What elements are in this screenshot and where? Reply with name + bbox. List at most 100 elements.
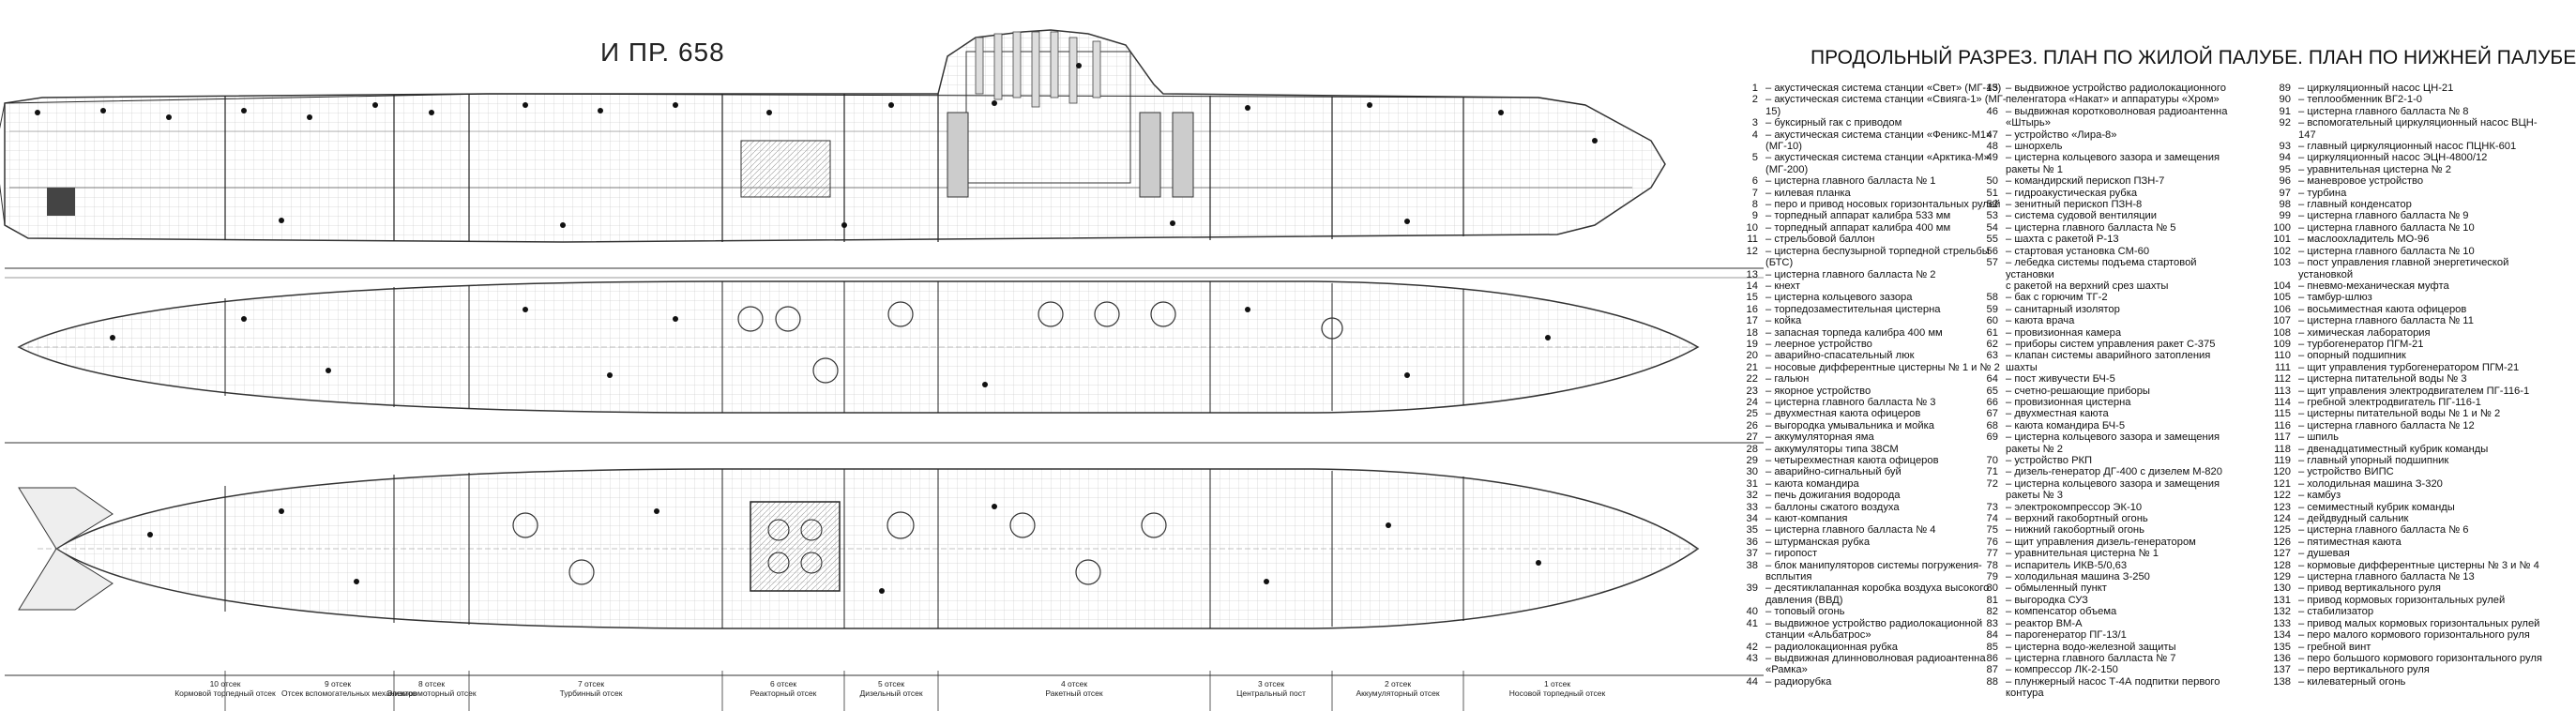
legend-item: 98– главный конденсатор [2251, 199, 2533, 210]
legend-item-text: – провизионная цистерна [2006, 396, 2131, 408]
plan-title: ПРОДОЛЬНЫЙ РАЗРЕЗ. ПЛАН ПО ЖИЛОЙ ПАЛУБЕ.… [1811, 47, 2576, 68]
legend-item-text: контура [2006, 688, 2044, 700]
legend-item: (МГ-10) [1719, 141, 2000, 152]
legend-item-text: – турбогенератор ПГМ-21 [2298, 338, 2424, 350]
legend-item: 84– парогенератор ПГ-13/1 [1959, 629, 2268, 641]
legend-item: 95– уравнительная цистерна № 2 [2251, 164, 2533, 175]
legend-item-number: 107 [2273, 315, 2291, 327]
legend-item-text: (МГ-10) [1765, 141, 1802, 153]
legend-item-text: давления (ВВД) [1765, 594, 1843, 606]
legend-item-text: – привод малых кормовых горизонтальных р… [2298, 617, 2540, 629]
legend-item-text: – цистерна главного балласта № 6 [2298, 524, 2469, 537]
legend-item-number: 18 [1746, 326, 1758, 339]
legend-item-text: ракеты № 1 [2006, 163, 2063, 175]
legend-item: 103– пост управления главной энергетичес… [2251, 257, 2533, 268]
legend-item-number: 10 [1746, 221, 1758, 234]
compartment-purpose: Электромоторный отсек [386, 688, 477, 698]
legend-item-number [1959, 280, 2006, 292]
legend-item-text: – килевая планка [1765, 187, 1851, 199]
compartment-number: 4 отсек [1060, 679, 1088, 688]
legend-item-number: 127 [2273, 548, 2291, 560]
legend-item-number: 91 [2279, 105, 2291, 117]
legend-item-number: 41 [1746, 617, 1758, 629]
legend-item: 138– килеватерный огонь [2251, 676, 2533, 688]
legend-item: 29– четырехместная каюта офицеров [1719, 455, 2000, 466]
legend-item-number: 133 [2273, 617, 2291, 629]
legend-item: 64– пост живучести БЧ-5 [1959, 373, 2268, 385]
legend-item-text: шахты [2006, 361, 2038, 373]
legend-item-number: 12 [1746, 245, 1758, 257]
legend-item-text: – циркуляционный насос ЦН-21 [2298, 83, 2454, 94]
legend-item-number: 135 [2273, 641, 2291, 653]
legend-item-number [2251, 129, 2298, 141]
legend-item: 49– цистерна кольцевого зазора и замещен… [1959, 152, 2268, 163]
legend-item: 102– цистерна главного балласта № 10 [2251, 246, 2533, 257]
legend-item-text: – торпедный аппарат калибра 533 мм [1765, 210, 1951, 222]
legend-item-text: – перо вертикального руля [2298, 664, 2430, 676]
legend-item-number: 87 [1986, 664, 1998, 676]
legend-item-number: 22 [1746, 373, 1758, 386]
legend-item-text: – килеватерный огонь [2298, 675, 2406, 688]
legend-item: 127– душевая [2251, 548, 2533, 559]
legend-column-1: 1– акустическая система станции «Свет» (… [1719, 83, 2007, 688]
legend-item-text: – акустическая система станции «Арктика-… [1765, 152, 1990, 164]
legend-item-number: 56 [1986, 245, 1998, 257]
legend-item: 117– шпиль [2251, 431, 2533, 443]
legend-item-number: 68 [1986, 419, 1998, 431]
legend-item: 78– испаритель ИКВ-5/0,63 [1959, 560, 2268, 571]
legend-item-number [1719, 629, 1765, 641]
legend-item-number: 122 [2273, 490, 2291, 502]
legend-item-number: 74 [1986, 513, 1998, 525]
legend-item-number: 78 [1986, 559, 1998, 571]
legend-item-number: 50 [1986, 175, 1998, 188]
legend-item-number: 62 [1986, 338, 1998, 350]
legend-item: 72– цистерна кольцевого зазора и замещен… [1959, 478, 2268, 490]
legend-item: 86– цистерна главного балласта № 7 [1959, 653, 2268, 664]
legend-item-text: – главный циркуляционный насос ПЦНК-601 [2298, 141, 2517, 153]
legend-item: 110– опорный подшипник [2251, 350, 2533, 361]
legend-item-text: – провизионная камера [2006, 326, 2122, 339]
legend-item-text: – цистерна главного балласта № 13 [2298, 571, 2475, 583]
legend-item-text: – цистерна главного балласта № 11 [2298, 315, 2474, 327]
legend-item-number: 35 [1746, 524, 1758, 537]
legend-item: 62 – приборы систем управления ракет С-37… [1959, 339, 2268, 350]
legend-item: (МГ-200) [1719, 164, 2000, 175]
legend-item-text: – носовые дифферентные цистерны № 1 и № … [1765, 361, 2000, 373]
legend-item-number: 14 [1746, 280, 1758, 292]
legend-item-text: – приборы систем управления ракет С-375 [2006, 338, 2216, 350]
legend-item: 87– компрессор ЛК-2-150 [1959, 664, 2268, 675]
legend-item-number: 81 [1986, 594, 1998, 606]
compartment-number: 9 отсек [324, 679, 352, 688]
compartment-purpose: Аккумуляторный отсек [1356, 688, 1440, 698]
legend-item-text: – цистерна главного балласта № 4 [1765, 524, 1936, 537]
legend-item: 38– блок манипуляторов системы погружени… [1719, 560, 2000, 571]
legend-item: 57– лебедка системы подъема стартовой [1959, 257, 2268, 268]
legend-item: 36– штурманская рубка [1719, 537, 2000, 548]
legend-item: 54– цистерна главного балласта № 5 [1959, 222, 2268, 234]
legend-item-text: – двенадцатиместный кубрик команды [2298, 443, 2489, 455]
legend-item: 28– аккумуляторы типа 38СМ [1719, 444, 2000, 455]
legend-item-number: 102 [2273, 245, 2291, 257]
legend-item: контура [1959, 688, 2268, 699]
legend-item: 134– перо малого кормового горизонтально… [2251, 629, 2533, 641]
legend-item: 43– выдвижная длинноволновая радиоантенн… [1719, 653, 2000, 664]
legend-item-number: 94 [2279, 152, 2291, 164]
legend-item: 113– щит управления электродвигателем ПГ… [2251, 386, 2533, 397]
compartment-number: 2 отсек [1384, 679, 1412, 688]
legend-item-number: 24 [1746, 396, 1758, 408]
compartment-number: 6 отсек [769, 679, 797, 688]
legend-item: 122– камбуз [2251, 490, 2533, 501]
legend-item: 111– щит управления турбогенератором ПГМ… [2251, 362, 2533, 373]
legend-item-text: – парогенератор ПГ-13/1 [2006, 629, 2127, 642]
compartment-strip [5, 671, 1764, 711]
legend-item: 44– радиорубка [1719, 676, 2000, 688]
legend-item-number [1959, 688, 2006, 699]
legend-item-number: 110 [2274, 350, 2291, 362]
legend-item: 22– гальюн [1719, 373, 2000, 385]
legend-item-number: 53 [1986, 210, 1998, 222]
legend-item-text: – каюта командира БЧ-5 [2006, 419, 2126, 431]
legend-item: 67– двухместная каюта [1959, 408, 2268, 419]
project-title: И ПР. 658 [600, 38, 725, 67]
